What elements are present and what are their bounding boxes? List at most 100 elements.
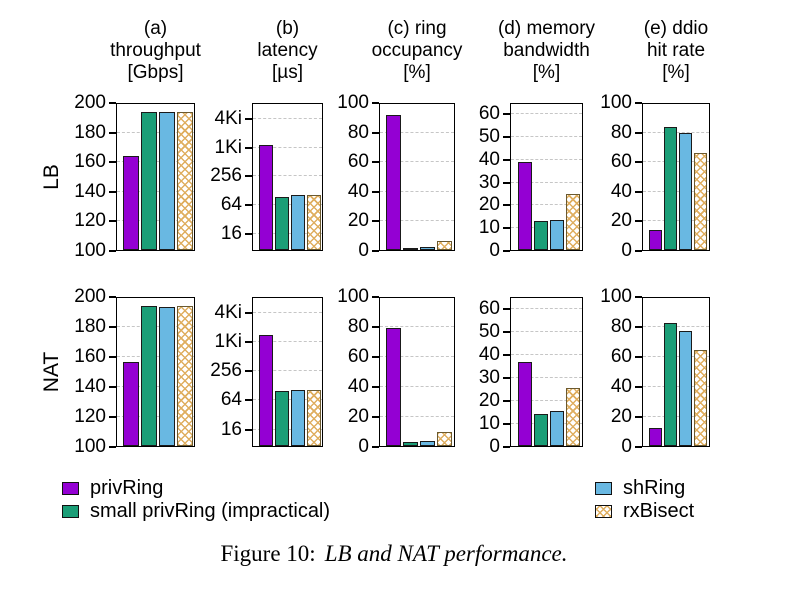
gridline [253,117,322,119]
gridline [511,181,582,183]
y-tick-mark [109,386,116,388]
chart-column-header-a: (a)throughput[Gbps] [66,18,246,84]
y-tick-label: 20 [610,210,632,232]
y-tick-label: 10 [478,412,500,434]
y-tick-label: 140 [74,376,106,397]
bar-small-privring-impractical- [274,197,289,250]
bar-small-privring-impractical- [274,391,289,446]
legend-swatch-small-privring [62,505,79,518]
y-tick-label: 20 [478,389,500,411]
y-tick-mark [635,446,642,448]
bar-privring [649,229,662,250]
y-tick-mark [503,353,510,356]
y-tick-label: 20 [347,406,369,427]
y-tick-label: 100 [337,92,369,113]
bar-shring [290,390,305,446]
y-tick-mark [635,190,642,193]
bar-shring [679,331,692,446]
y-tick-mark [109,102,116,104]
y-tick-mark [372,356,379,358]
y-tick-mark [109,250,116,252]
gridline [253,175,322,177]
y-tick-label: 20 [347,210,369,232]
y-tick-label: 30 [478,366,500,388]
bar-privring [122,362,139,446]
bar-privring [122,155,139,250]
y-tick-label: 160 [74,151,106,173]
bar-privring [517,161,532,250]
plot-box [252,103,323,251]
y-tick-label: 10 [478,217,500,239]
gridline [253,312,322,314]
chart-title-line: (d) memory [497,18,596,39]
y-tick-label: 100 [337,286,369,307]
y-tick-mark [109,416,116,418]
y-tick-mark [372,220,379,223]
y-tick-label: 40 [478,148,500,170]
y-tick-mark [245,341,252,344]
legend-swatch-rxbisect [595,505,612,518]
y-tick-mark [503,113,510,116]
caption-number: Figure 10: [220,541,316,566]
y-tick-label: 64 [220,389,242,411]
gridline [253,370,322,372]
y-tick-mark [635,326,642,328]
y-tick-mark [503,307,510,310]
y-tick-label: 4Ki [214,107,242,129]
y-tick-label: 100 [600,92,632,113]
y-tick-label: 64 [220,194,242,216]
y-tick-mark [245,232,252,235]
bar-privring [386,115,401,250]
bar-shring [679,132,692,250]
y-tick-mark [635,131,642,134]
bar-shring [549,410,564,446]
y-tick-mark [503,181,510,184]
gridline [253,146,322,148]
gridline [380,386,454,387]
y-tick-mark [245,312,252,315]
y-tick-mark [503,227,510,230]
chart-title-line: (e) ddio [643,18,709,39]
y-tick-mark [503,399,510,402]
chart-title-line: latency [257,40,318,61]
y-tick-label: 50 [478,126,500,148]
y-tick-mark [372,161,379,164]
legend-item-small-privring: small privRing (impractical) [62,500,330,523]
y-tick-mark [635,161,642,164]
y-tick-mark [372,190,379,193]
y-tick-mark [503,330,510,333]
y-tick-label: 0 [489,240,500,261]
bar-shring [420,440,435,446]
y-tick-mark [372,446,379,448]
gridline [380,190,454,192]
y-tick-label: 100 [74,436,106,457]
chart-title-line: throughput [110,40,201,61]
y-tick-label: 180 [74,121,106,143]
y-tick-label: 120 [74,406,106,427]
legend-label-privring: privRing [90,477,164,499]
chart-title-line: [µs] [271,62,303,83]
plot-box [116,103,195,251]
chart-title-line: [%] [403,62,431,83]
y-tick-mark [635,102,642,104]
gridline [380,131,454,133]
gridline [511,158,582,160]
y-tick-label: 40 [610,376,632,397]
y-tick-mark [109,356,116,358]
plot-box [510,297,583,447]
bar-small-privring-impractical- [533,414,548,446]
plot-box [642,103,710,251]
bar-rxbisect [565,388,580,446]
y-tick-label: 40 [478,343,500,365]
gridline [511,376,582,378]
bar-privring [517,362,532,446]
y-tick-label: 16 [220,418,242,440]
y-tick-label: 80 [347,316,369,337]
bar-privring [258,335,273,446]
